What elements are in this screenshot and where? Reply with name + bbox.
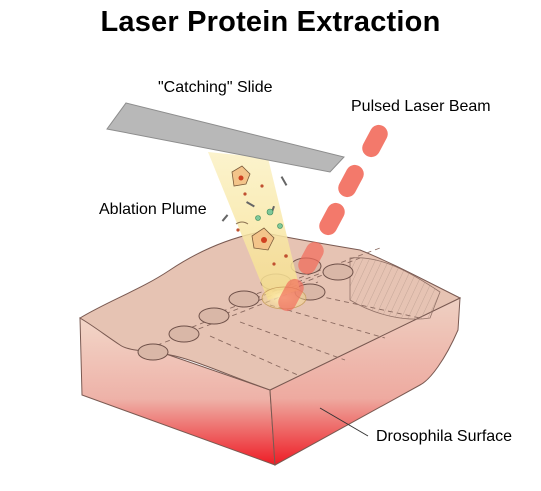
well: [228, 290, 260, 308]
well: [168, 325, 200, 343]
page-title: Laser Protein Extraction: [100, 6, 441, 38]
catching-slide-label: "Catching" Slide: [158, 79, 273, 96]
plume-debris: [221, 165, 288, 266]
surface-label: Drosophila Surface: [376, 428, 513, 445]
laser-pulse: [298, 241, 324, 275]
ablation-plume-label: Ablation Plume: [99, 201, 207, 218]
well: [137, 343, 169, 361]
well: [198, 307, 230, 325]
laser-beam-label: Pulsed Laser Beam: [351, 98, 491, 115]
laser-pulse: [278, 278, 304, 312]
tissue-right-side: [269, 297, 461, 466]
laser-pulse: [362, 124, 388, 158]
well: [322, 263, 354, 281]
pulsed-laser-beam: [278, 124, 388, 312]
surface-leader-line: [319, 407, 369, 437]
ablation-plume: [208, 152, 300, 300]
catching-slide: [106, 102, 345, 173]
sectioned-region: [349, 257, 441, 320]
laser-pulse: [338, 164, 364, 198]
laser-pulse: [319, 202, 345, 236]
